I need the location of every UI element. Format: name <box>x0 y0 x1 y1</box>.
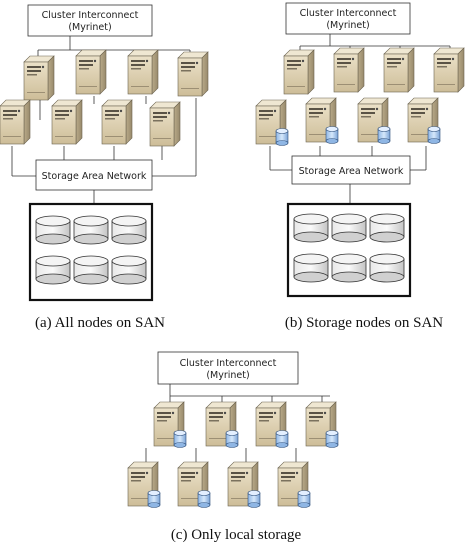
interconnect-lines-a <box>37 36 191 56</box>
storage-disk-icon <box>275 128 289 146</box>
cluster-interconnect-box-a: Cluster Interconnect (Myrinet) <box>27 4 153 37</box>
disk-icon <box>293 213 329 243</box>
svg-text:Cluster Interconnect: Cluster Interconnect <box>42 10 139 21</box>
svg-text:Storage Area Network: Storage Area Network <box>299 166 404 177</box>
san-lines-a <box>11 96 197 204</box>
san-box-b: Storage Area Network <box>291 155 411 185</box>
local-disk-icon <box>297 490 311 508</box>
caption-b: (b) Storage nodes on SAN <box>285 315 443 331</box>
caption-a: (a) All nodes on SAN <box>35 315 165 331</box>
cluster-interconnect-box-c: Cluster Interconnect (Myrinet) <box>157 351 299 385</box>
server-icon <box>283 49 315 95</box>
local-disk-icon <box>225 430 239 448</box>
local-disk-icon <box>325 430 339 448</box>
disk-icon <box>331 253 367 283</box>
server-icon <box>75 49 107 95</box>
server-icon <box>383 47 415 93</box>
interconnect-lines-b <box>299 34 451 52</box>
disk-icon <box>111 255 147 285</box>
local-disk-icon <box>275 430 289 448</box>
server-icon <box>51 99 83 145</box>
svg-text:Storage Area Network: Storage Area Network <box>42 171 147 182</box>
svg-text:(Myrinet): (Myrinet) <box>326 20 369 31</box>
disk-array-a <box>28 202 154 302</box>
server-icon <box>23 55 55 101</box>
san-lines-b <box>269 146 427 204</box>
server-icon <box>333 47 365 93</box>
storage-disk-icon <box>427 126 441 144</box>
server-icon <box>177 51 209 97</box>
svg-text:(Myrinet): (Myrinet) <box>206 370 249 381</box>
interconnect-lines-c <box>145 384 330 462</box>
disk-array-b <box>286 202 412 298</box>
san-box-a: Storage Area Network <box>35 159 153 191</box>
disk-icon <box>73 255 109 285</box>
storage-disk-icon <box>377 126 391 144</box>
caption-c: (c) Only local storage <box>171 527 302 543</box>
local-disk-icon <box>173 430 187 448</box>
local-disk-icon <box>147 490 161 508</box>
svg-text:Cluster Interconnect: Cluster Interconnect <box>180 358 277 369</box>
local-disk-icon <box>197 490 211 508</box>
cluster-interconnect-box-b: Cluster Interconnect (Myrinet) <box>285 2 411 35</box>
panel-b: Cluster Interconnect (Myrinet) Storage A… <box>255 2 465 331</box>
server-icon <box>127 49 159 95</box>
server-icon <box>149 101 181 147</box>
storage-disk-icon <box>325 126 339 144</box>
local-disk-icon <box>247 490 261 508</box>
panel-c: Cluster Interconnect (Myrinet) (c) Only … <box>127 351 339 543</box>
disk-icon <box>369 253 405 283</box>
disk-icon <box>293 253 329 283</box>
disk-icon <box>331 213 367 243</box>
svg-text:Cluster Interconnect: Cluster Interconnect <box>300 8 397 19</box>
disk-icon <box>73 215 109 245</box>
disk-icon <box>35 215 71 245</box>
server-icon <box>101 99 133 145</box>
server-icon <box>0 99 31 145</box>
disk-icon <box>111 215 147 245</box>
server-icon <box>433 47 465 93</box>
panel-a: Cluster Interconnect (Myrinet) <box>0 4 209 331</box>
disk-icon <box>369 213 405 243</box>
svg-text:(Myrinet): (Myrinet) <box>68 22 111 33</box>
disk-icon <box>35 255 71 285</box>
